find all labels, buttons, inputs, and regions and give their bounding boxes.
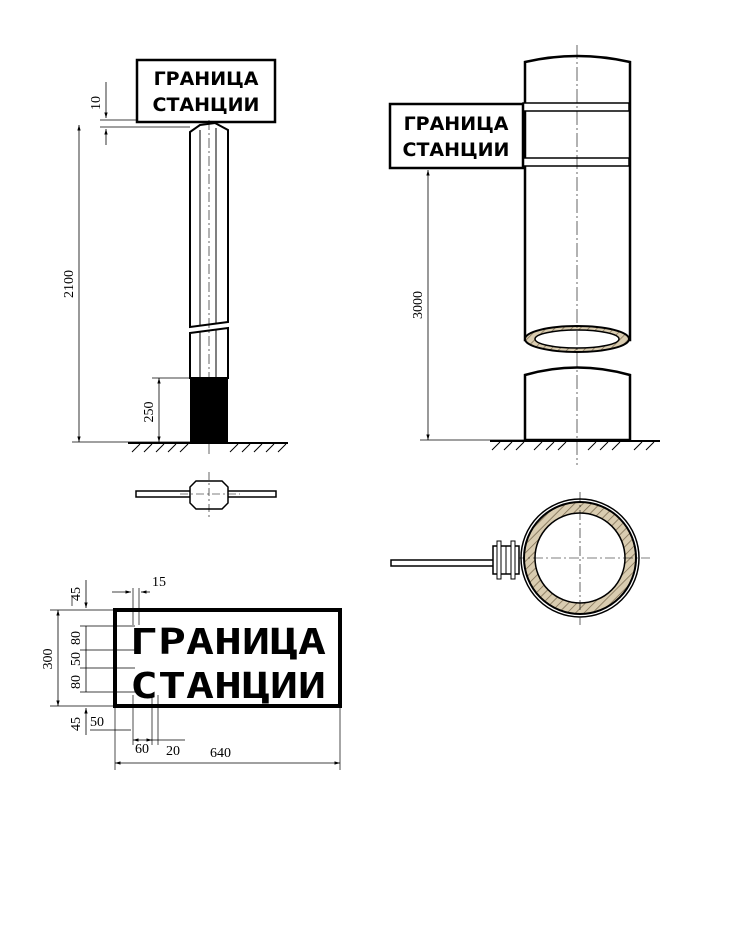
detail-sign-line1: ГРАНИЦА: [130, 622, 326, 663]
detail-dim-total-height: 300: [41, 649, 56, 670]
pole-view: ГРАНИЦА СТАНЦИИ 3000: [388, 45, 660, 625]
detail-dim-total-width: 640: [210, 746, 231, 761]
detail-dim-bottom-margin: 45: [69, 717, 84, 731]
detail-dim-letter-width: 60: [135, 742, 149, 757]
pole-lower: [523, 366, 632, 442]
post-view: ГРАНИЦА СТАНЦИИ 10 2100: [62, 58, 288, 520]
post-dim-band: 250: [142, 402, 157, 423]
post-lower: [189, 326, 229, 379]
post-sign-line2: СТАНЦИИ: [153, 94, 260, 116]
pole-sign-line1: ГРАНИЦА: [404, 113, 509, 135]
detail-dim-letter-gap: 20: [166, 744, 180, 759]
pole-upper: [523, 54, 632, 342]
post-sign-line1: ГРАНИЦА: [154, 68, 259, 90]
pole-sign-plate: [388, 102, 525, 170]
detail-dim-line2-height: 80: [69, 675, 84, 689]
pole-dim-height: 3000: [411, 291, 426, 319]
detail-sign-line2: СТАНЦИИ: [130, 666, 326, 707]
pole-clamp-top: [522, 102, 630, 112]
sign-detail: ГРАНИЦА СТАНЦИИ 300 45 80 50 80 45 1: [41, 575, 342, 770]
detail-dim-top-margin: 45: [69, 587, 84, 601]
post-dim-height: 2100: [62, 270, 77, 298]
pole-sign-line2: СТАНЦИИ: [403, 139, 510, 161]
pole-clamp-bottom: [522, 157, 630, 167]
post-plan-view: [135, 472, 277, 520]
detail-dim-stroke: 15: [152, 575, 166, 590]
detail-dim-line-gap: 50: [69, 652, 84, 666]
post-dim-gap: 10: [89, 96, 104, 110]
detail-dim-line1-height: 80: [69, 631, 84, 645]
detail-dim-left-margin: 50: [90, 715, 104, 730]
post-sign-plate: [135, 58, 277, 124]
pole-plan-section: [390, 492, 650, 625]
